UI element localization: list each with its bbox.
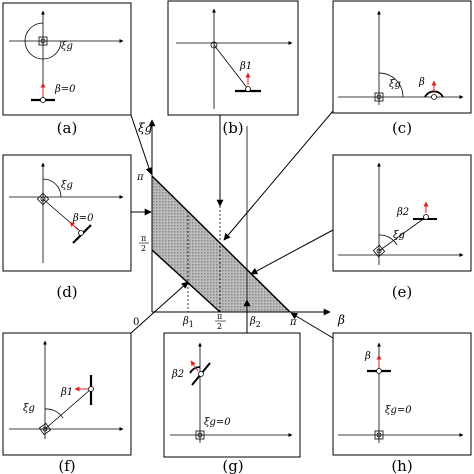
panel-frame bbox=[2, 2, 132, 116]
caption-g: (g) bbox=[222, 457, 243, 474]
panel-h: β ξg=0 bbox=[332, 332, 472, 456]
panel-e: ξg β2 bbox=[332, 154, 472, 272]
angle-label: ξg bbox=[23, 403, 35, 414]
panel-frame bbox=[332, 154, 472, 272]
connector-a bbox=[130, 114, 153, 175]
panel-b: β1 bbox=[167, 0, 299, 116]
origin-label: 0 bbox=[133, 317, 139, 328]
angle-label: ξg bbox=[61, 41, 73, 52]
panel-c: ξg β bbox=[332, 0, 472, 114]
panel-frame bbox=[2, 154, 132, 272]
panel-frame bbox=[332, 0, 472, 114]
svg-text:π: π bbox=[141, 234, 146, 243]
panel-g: β2 ξg=0 bbox=[163, 332, 301, 458]
connector-e bbox=[250, 229, 334, 275]
svg-text:π: π bbox=[217, 312, 222, 321]
caption-e: (e) bbox=[392, 283, 413, 301]
caption-d: (d) bbox=[56, 283, 77, 301]
connector-f bbox=[130, 281, 189, 334]
beta-label: β=0 bbox=[72, 213, 94, 224]
y-tick-pi: π bbox=[136, 172, 144, 183]
connector-arrows bbox=[130, 110, 334, 339]
svg-text:2: 2 bbox=[217, 322, 222, 331]
panel-frame bbox=[332, 332, 472, 456]
caption-h: (h) bbox=[391, 457, 412, 474]
x-tick-pi-half: π 2 bbox=[215, 312, 226, 331]
panel-frame bbox=[2, 332, 132, 456]
main-plot: β ξg 0 β1 π 2 β2 π π π 2 bbox=[133, 119, 345, 331]
angle-label: ξg bbox=[389, 79, 401, 90]
connector-h bbox=[290, 312, 334, 339]
panel-f: ξg β1 bbox=[2, 332, 132, 456]
x-tick-beta2: β2 bbox=[249, 316, 261, 329]
angle-label: ξg=0 bbox=[204, 417, 231, 428]
beta-label: β1 bbox=[239, 61, 252, 72]
x-tick-beta1: β1 bbox=[182, 316, 194, 329]
panel-frame bbox=[163, 332, 301, 458]
beta-label: β bbox=[364, 351, 371, 362]
svg-text:2: 2 bbox=[141, 244, 146, 253]
angle-label: ξg=0 bbox=[385, 405, 412, 416]
beta-label: β1 bbox=[60, 387, 73, 398]
y-tick-pi-half: π 2 bbox=[139, 234, 149, 253]
beta-label: β2 bbox=[396, 207, 409, 218]
beta-label: β bbox=[418, 77, 425, 88]
connector-c bbox=[223, 110, 334, 241]
main-x-label: β bbox=[337, 313, 345, 327]
x-tick-pi: π bbox=[289, 317, 297, 328]
caption-b: (b) bbox=[222, 119, 243, 137]
angle-label: ξg bbox=[393, 230, 405, 241]
panel-frame bbox=[167, 0, 299, 116]
caption-a: (a) bbox=[57, 119, 78, 137]
panel-d: ξg β=0 bbox=[2, 154, 132, 272]
angle-label: ξg bbox=[61, 180, 73, 191]
main-y-label: ξg bbox=[138, 121, 153, 135]
caption-c: (c) bbox=[392, 119, 412, 137]
beta-label: β2 bbox=[171, 369, 184, 380]
beta-label: β=0 bbox=[54, 84, 76, 95]
caption-f: (f) bbox=[58, 457, 75, 474]
panel-a: ξg β=0 bbox=[2, 2, 132, 116]
